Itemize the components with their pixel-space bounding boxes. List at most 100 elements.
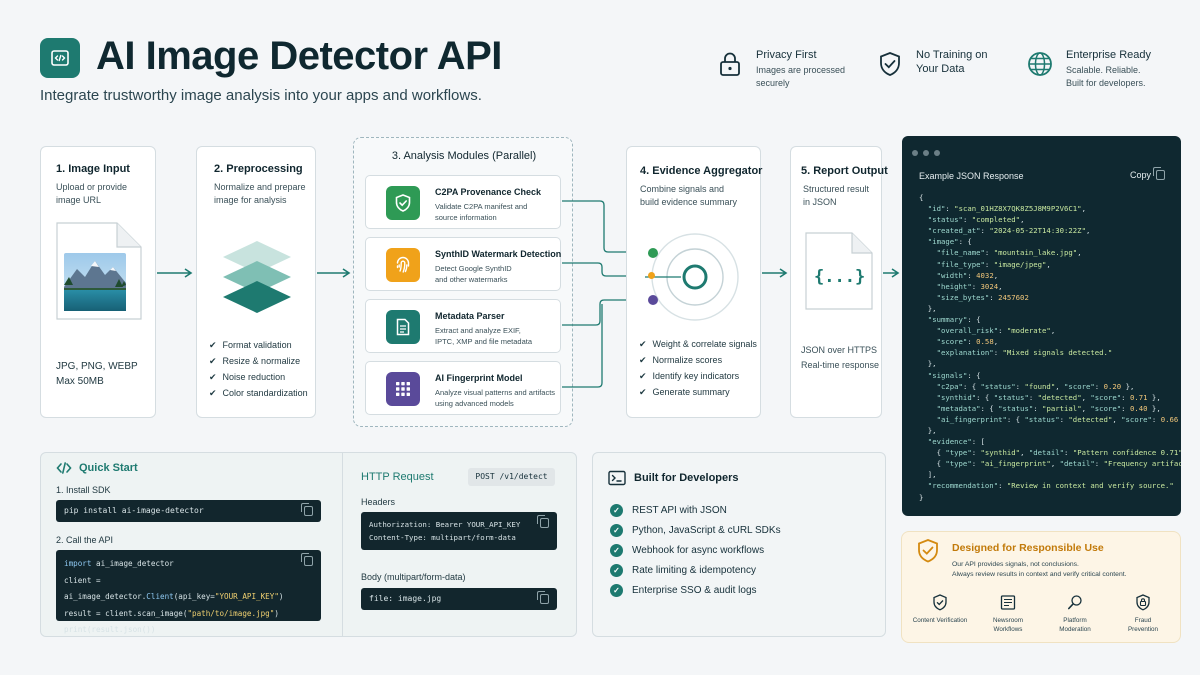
- list-item: ✓Enterprise SSO & audit logs: [610, 581, 781, 601]
- grid-icon: [396, 382, 410, 396]
- code-brackets-icon: [56, 462, 72, 474]
- check-icon: ✓: [610, 523, 623, 537]
- feature-privacy: Privacy First Images are processed secur…: [716, 48, 845, 90]
- arrow-4: [762, 268, 788, 278]
- list-item: ✓Python, JavaScript & cURL SDKs: [610, 520, 781, 540]
- copy-icon[interactable]: [301, 553, 313, 566]
- copy-icon[interactable]: [537, 515, 549, 528]
- body-value: file: image.jpg: [369, 594, 442, 603]
- list-item: ✓Rate limiting & idempotency: [610, 561, 781, 581]
- terminal-icon: [608, 470, 626, 486]
- copy-label: Copy: [1129, 170, 1151, 180]
- check-icon: ✓: [610, 503, 623, 517]
- code-line: print(result.json()): [64, 625, 156, 634]
- feature-title: Enterprise Ready: [1066, 49, 1151, 61]
- content-type-header: Content-Type: multipart/form-data: [369, 533, 516, 542]
- page-title: AI Image Detector API: [96, 34, 502, 78]
- install-command[interactable]: pip install ai-image-detector: [56, 500, 321, 522]
- arrow-2: [317, 268, 351, 278]
- signal-dot-purple: [648, 295, 658, 305]
- check-icon: ✓: [610, 584, 623, 598]
- feature-title: Privacy First: [756, 49, 817, 61]
- document-icon: [396, 318, 410, 336]
- module-ai-fingerprint: AI Fingerprint Model Analyze visual patt…: [365, 361, 561, 415]
- step-title: 4. Evidence Aggregator: [640, 165, 763, 177]
- shield-check-icon: [880, 52, 900, 76]
- code-sample[interactable]: import ai_image_detector client = ai_ima…: [56, 550, 321, 634]
- module-icon-bg: [386, 186, 420, 220]
- feature-title: No Training on: [916, 49, 988, 61]
- logo: [40, 38, 80, 78]
- body-code[interactable]: file: image.jpg: [361, 588, 557, 610]
- section-title: Designed for Responsible Use: [952, 542, 1104, 554]
- feature-no-training: No Training on Your Data: [876, 48, 988, 78]
- arrow-1: [157, 268, 193, 278]
- module-c2pa: C2PA Provenance Check Validate C2PA mani…: [365, 175, 561, 229]
- feature-title: Your Data: [916, 63, 965, 75]
- feature-desc: Built for developers.: [1066, 78, 1146, 88]
- headers-code[interactable]: Authorization: Bearer YOUR_API_KEY Conte…: [361, 512, 557, 550]
- preprocessing-steps: ✔Format validation ✔Resize & normalize ✔…: [209, 339, 308, 399]
- arrow-5: [883, 268, 900, 278]
- fingerprint-icon: [396, 256, 410, 273]
- step-title: 1. Image Input: [56, 163, 130, 175]
- headers-label: Headers: [361, 497, 396, 507]
- check-icon: ✓: [610, 543, 623, 557]
- module-title: Metadata Parser: [435, 311, 505, 321]
- json-code: { "id": "scan_01HZ8X7QK8Z5J8M9P2V6C1", "…: [919, 193, 1181, 502]
- check-icon: ✓: [610, 564, 623, 578]
- developers-panel: [592, 452, 886, 637]
- step-label: 2. Call the API: [56, 535, 114, 545]
- quick-start-header: Quick Start: [56, 461, 138, 475]
- responsible-use-panel: Designed for Responsible Use Our API pro…: [901, 531, 1181, 643]
- developers-features: ✓REST API with JSON ✓Python, JavaScript …: [610, 500, 781, 601]
- section-title: Quick Start: [79, 462, 138, 474]
- json-glyph: {...}: [814, 267, 866, 287]
- lock-icon: [720, 52, 740, 76]
- window-dots: [912, 143, 945, 161]
- shield-lock-icon: [1136, 594, 1150, 611]
- auth-header: Authorization: Bearer YOUR_API_KEY: [369, 520, 521, 529]
- module-connectors: [562, 200, 652, 388]
- shield-check-icon: [918, 539, 938, 563]
- copy-icon[interactable]: [301, 503, 313, 516]
- step-label: 1. Install SDK: [56, 485, 111, 495]
- copy-icon[interactable]: [537, 591, 549, 604]
- code-line: result = client.scan_image("path/to/imag…: [64, 608, 279, 618]
- code-line: client = ai_image_detector.Client(api_ke…: [64, 575, 284, 602]
- module-title: SynthID Watermark Detection: [435, 249, 562, 259]
- shield-icon: [395, 194, 411, 212]
- section-title: HTTP Request: [361, 471, 434, 483]
- responsible-desc: Our API provides signals, not conclusion…: [952, 561, 1127, 578]
- image-file-icon: [56, 222, 142, 320]
- group-title: 3. Analysis Modules (Parallel): [391, 150, 537, 162]
- step-title: 5. Report Output: [801, 165, 888, 177]
- signal-dot-amber: [648, 272, 655, 279]
- newspaper-icon: [1000, 595, 1016, 610]
- feature-desc: Scalable. Reliable.: [1066, 65, 1141, 75]
- aggregator-hub-icon: [645, 233, 739, 321]
- code-icon: [51, 50, 69, 66]
- copy-json-button[interactable]: Copy: [1129, 167, 1165, 180]
- page-subtitle: Integrate trustworthy image analysis int…: [40, 87, 482, 104]
- http-method-badge: POST /v1/detect: [468, 468, 555, 486]
- shield-check-icon: [933, 594, 947, 611]
- install-command-text: pip install ai-image-detector: [64, 506, 204, 515]
- copy-icon: [1153, 167, 1165, 180]
- json-panel-title: Example JSON Response: [919, 171, 1024, 181]
- divider: [342, 453, 343, 636]
- globe-icon: [1028, 52, 1052, 76]
- module-title: AI Fingerprint Model: [435, 373, 523, 383]
- section-title: Built for Developers: [634, 472, 739, 484]
